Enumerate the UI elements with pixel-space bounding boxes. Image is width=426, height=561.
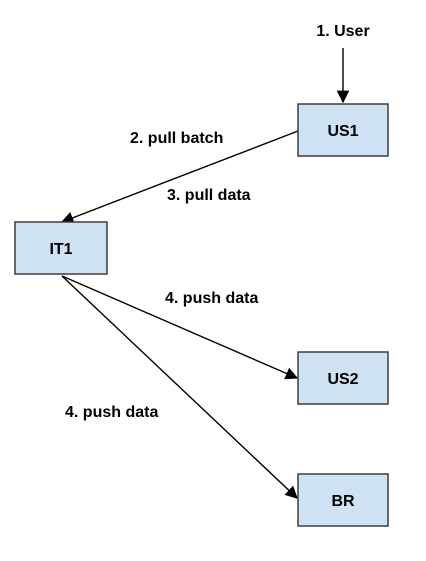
node-us2[interactable]: US2 [297, 351, 389, 405]
edge-it1-to-us2 [61, 275, 299, 380]
pull-batch-label: 2. pull batch [130, 130, 223, 147]
node-us1[interactable]: US1 [297, 103, 389, 157]
push-data-us2-label: 4. push data [165, 290, 258, 307]
node-it1-label: IT1 [49, 241, 72, 258]
node-br-label: BR [331, 493, 355, 510]
node-it1[interactable]: IT1 [14, 221, 108, 275]
edge-it1-to-br [61, 275, 298, 499]
node-us1-label: US1 [327, 123, 358, 140]
node-us2-label: US2 [327, 371, 358, 388]
user-label: 1. User [316, 23, 369, 40]
node-br[interactable]: BR [297, 473, 389, 527]
push-data-br-label: 4. push data [65, 404, 158, 421]
edge-us1-to-it1 [60, 130, 299, 224]
pull-data-label: 3. pull data [167, 187, 251, 204]
